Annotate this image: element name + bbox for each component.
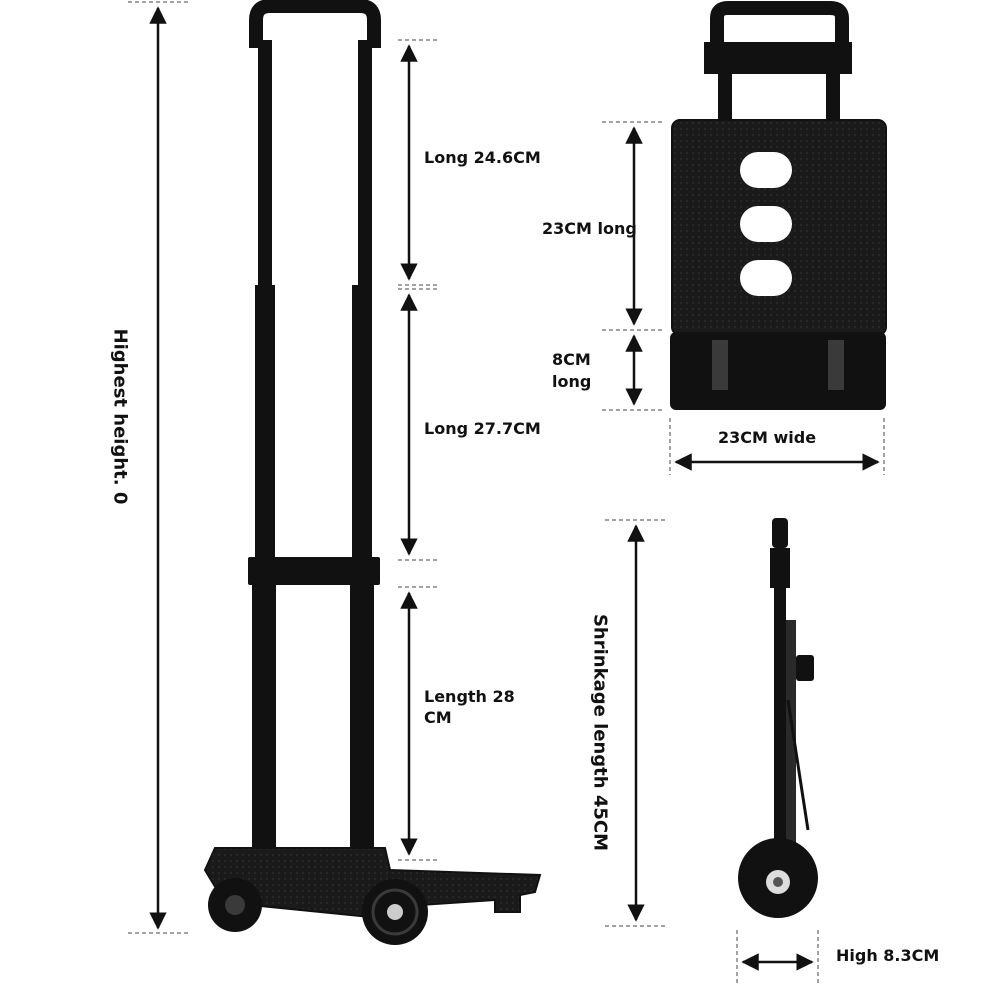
side-handle <box>772 518 788 548</box>
folded-side-view <box>738 518 818 918</box>
wheel-front-hub <box>387 904 403 920</box>
front-handle-clamp <box>704 42 852 74</box>
rail-middle-left <box>255 285 275 565</box>
side-view-dimensions <box>605 519 819 985</box>
wheel-front-rim <box>371 888 419 936</box>
cross-bar <box>248 557 380 585</box>
lower-segment-label-line1: Length 28 <box>424 687 515 706</box>
side-brace <box>786 699 810 831</box>
side-wheel-axle <box>773 877 783 887</box>
toe-long-label-line1: 8CM <box>552 350 591 369</box>
toe-long-label-line2: long <box>552 372 592 391</box>
folded-height-label: High 8.3CM <box>836 946 940 965</box>
extended-trolley <box>203 0 542 945</box>
rail-upper-right <box>358 40 372 290</box>
side-latch <box>796 655 814 681</box>
toe-clip-right <box>828 340 844 390</box>
front-toe <box>670 332 886 410</box>
rail-lower-left <box>252 585 276 860</box>
segment-dimensions <box>398 39 440 861</box>
middle-segment-label: Long 27.7CM <box>424 419 541 438</box>
front-handle <box>710 0 849 44</box>
highest-height-label: Highest height. 0 <box>109 328 131 505</box>
toe-clip-left <box>712 340 728 390</box>
plate-long-label: 23CM long <box>542 219 637 238</box>
plate-slot-1 <box>740 152 792 188</box>
rail-middle-right <box>352 285 372 565</box>
plate-slot-3 <box>740 260 792 296</box>
rail-upper-left <box>258 40 272 290</box>
plate-slot-2 <box>740 206 792 242</box>
lower-segment-label-line2: CM <box>424 708 452 727</box>
rail-lower-right <box>350 585 374 860</box>
overall-height-dimension <box>128 1 188 934</box>
side-rail <box>774 588 786 888</box>
upper-segment-label: Long 24.6CM <box>424 148 541 167</box>
handle-grip <box>249 0 381 48</box>
side-plate <box>786 620 796 880</box>
base-plate <box>203 847 542 920</box>
folded-front-view <box>670 0 887 410</box>
wheel-back-hub <box>225 895 245 915</box>
front-view-dimensions <box>602 121 885 475</box>
plate-wide-label: 23CM wide <box>718 428 817 447</box>
side-clamp <box>770 548 790 588</box>
shrinkage-length-label: Shrinkage length 45CM <box>589 613 611 852</box>
